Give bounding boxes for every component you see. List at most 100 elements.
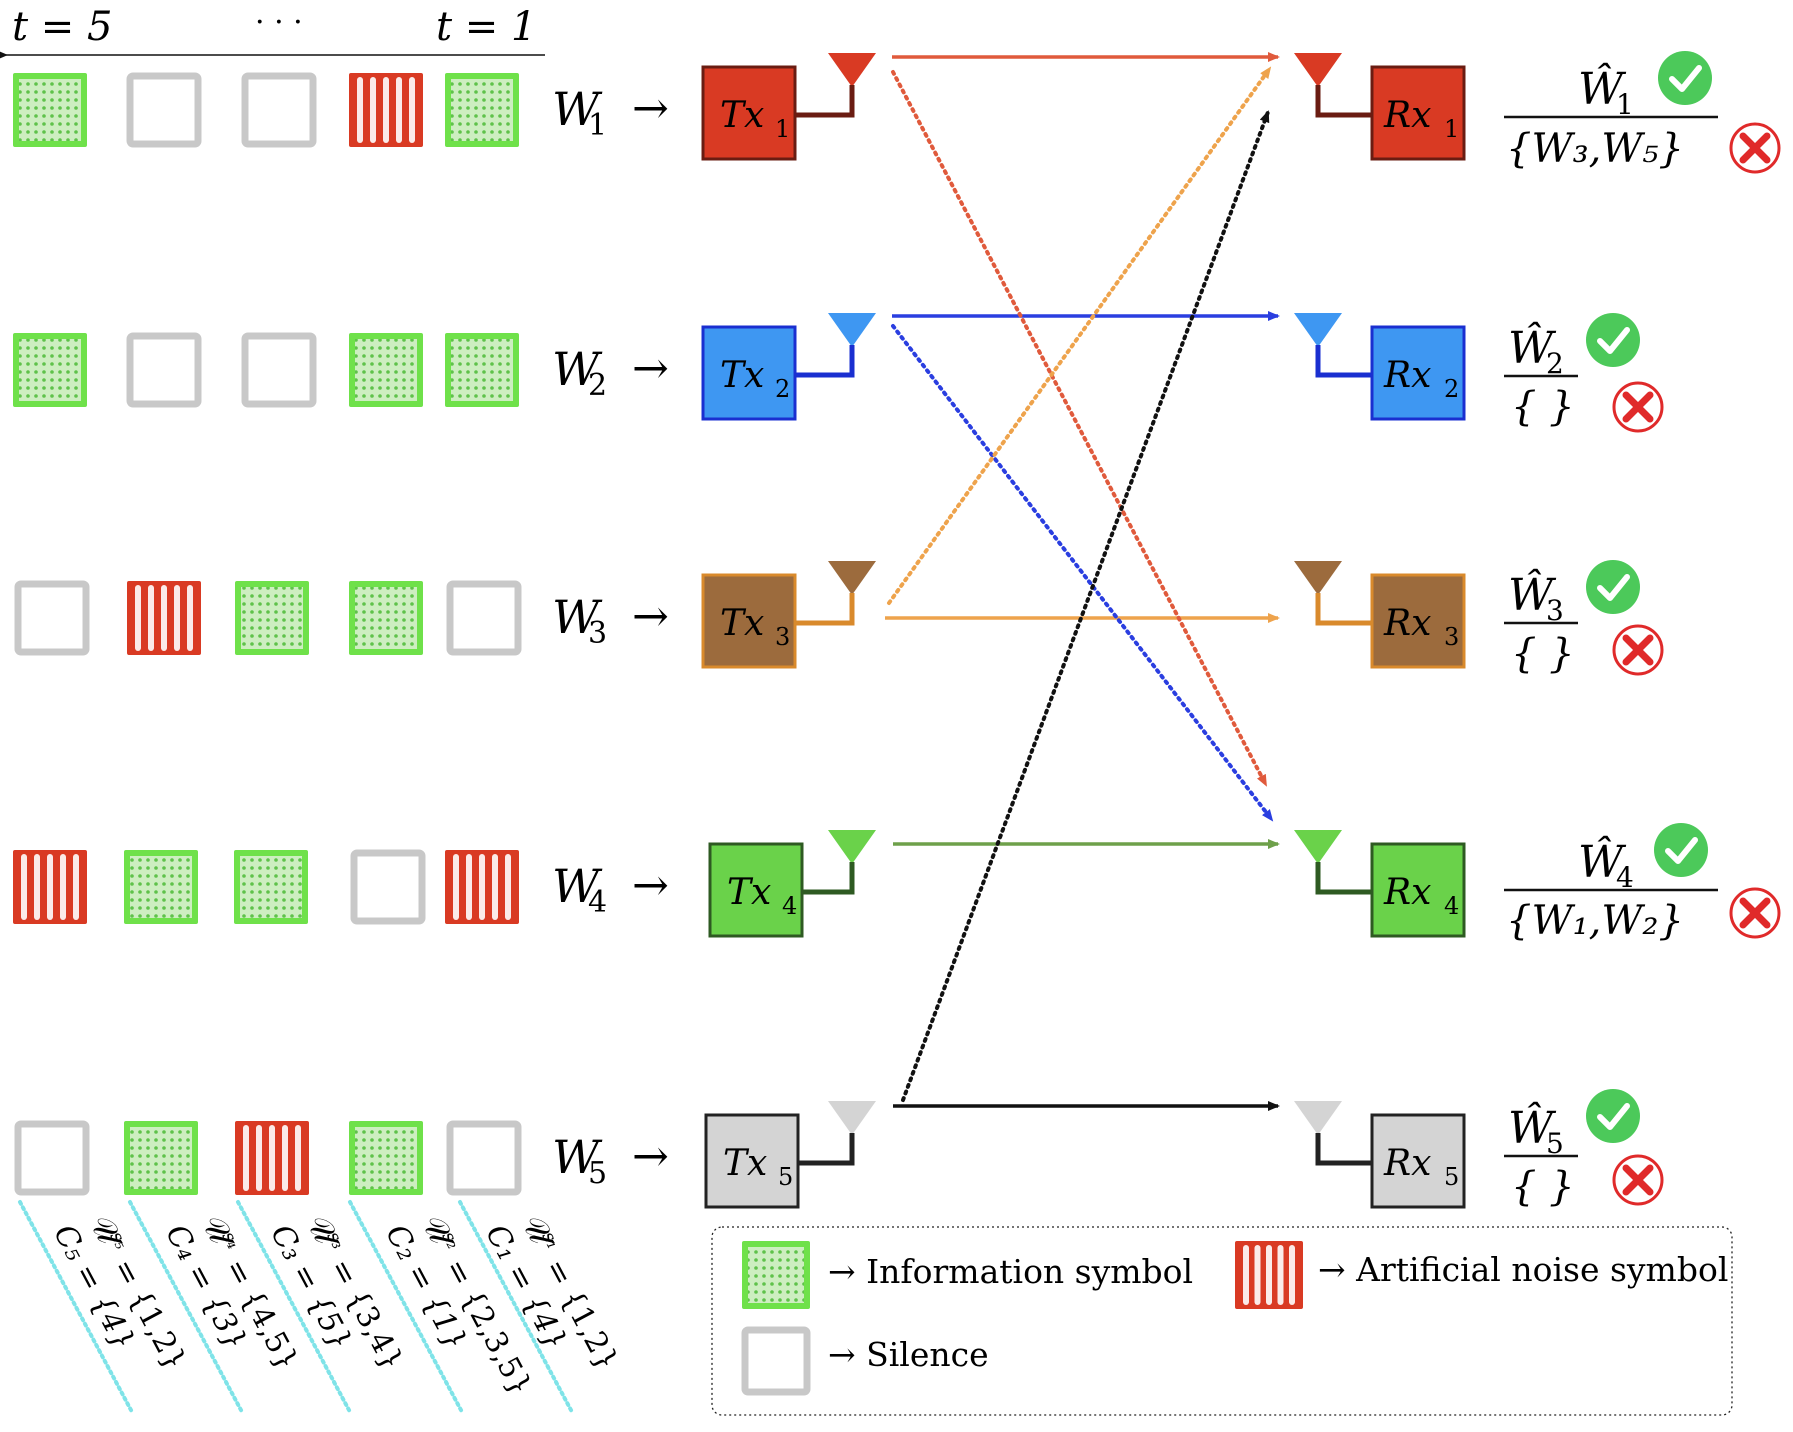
tx-feed-4 bbox=[802, 862, 855, 895]
rx-feed-1 bbox=[1315, 85, 1372, 118]
symbol-row4-t3 bbox=[234, 850, 308, 924]
schedule-divider-2 bbox=[128, 1200, 244, 1414]
tx-index-2: 2 bbox=[775, 375, 790, 403]
symbol-row5-t3 bbox=[235, 1121, 309, 1195]
tx-label-5: Tx bbox=[723, 1143, 767, 1184]
tx-index-3: 3 bbox=[775, 623, 790, 651]
antenna-head bbox=[1294, 830, 1342, 864]
check-circle bbox=[1586, 560, 1640, 614]
tx-feed-2 bbox=[795, 345, 855, 378]
info-dots bbox=[451, 339, 513, 401]
tx-label-4: Tx bbox=[727, 872, 771, 913]
message-sub-1: 1 bbox=[588, 108, 607, 143]
message-label-2: W bbox=[552, 342, 603, 396]
antenna-head bbox=[828, 561, 876, 595]
info-dots bbox=[355, 1127, 417, 1189]
legend-silence-label: → Silence bbox=[828, 1335, 989, 1374]
link-cross-3-to-1 bbox=[887, 66, 1272, 605]
symbol-row1-t1 bbox=[445, 73, 519, 147]
message-arrow-1: → bbox=[632, 83, 669, 134]
check-mark bbox=[1597, 327, 1630, 354]
rx-label-2: Rx bbox=[1383, 355, 1431, 396]
message-arrow-3: → bbox=[632, 591, 669, 642]
eavesdropped-set-4: {W₁,W₂} bbox=[1506, 898, 1684, 944]
time-label-right: t = 1 bbox=[436, 4, 536, 50]
info-dots bbox=[130, 856, 192, 918]
legend-noise-label: → Artificial noise symbol bbox=[1318, 1250, 1728, 1289]
symbol-row3-t1 bbox=[446, 580, 522, 656]
symbol-row2-t2 bbox=[349, 333, 423, 407]
legend-silence-symbol bbox=[741, 1326, 811, 1396]
info-dots bbox=[19, 339, 81, 401]
silence-frame bbox=[241, 72, 317, 148]
message-arrow-5: → bbox=[632, 1131, 669, 1182]
tx-box-4 bbox=[708, 842, 804, 938]
decoded-sub-2: 2 bbox=[1546, 347, 1564, 380]
message-sub-2: 2 bbox=[588, 368, 607, 403]
schedule-divider-5 bbox=[458, 1200, 574, 1414]
check-icon-5 bbox=[1586, 1089, 1640, 1143]
tx-feed-3 bbox=[795, 593, 855, 626]
message-label-5: W bbox=[552, 1130, 603, 1184]
antenna-head bbox=[828, 53, 876, 87]
cross-stroke-b bbox=[1739, 132, 1771, 164]
silence-frame bbox=[241, 332, 317, 408]
rx-feed-5 bbox=[1315, 1133, 1372, 1166]
link-cross-2-to-4 bbox=[891, 324, 1274, 822]
decoded-message-4: Ŵ bbox=[1578, 835, 1627, 888]
symbol-row5-t4 bbox=[124, 1121, 198, 1195]
silence-frame bbox=[446, 1120, 522, 1196]
tx-index-5: 5 bbox=[778, 1163, 793, 1191]
symbol-row2-t5 bbox=[13, 333, 87, 407]
info-dots bbox=[748, 1247, 804, 1303]
time-label-left: t = 5 bbox=[12, 4, 112, 50]
antenna-head bbox=[828, 313, 876, 347]
schedule-divider-1 bbox=[18, 1200, 134, 1414]
cross-icon-1 bbox=[1729, 122, 1781, 174]
decoded-sub-3: 3 bbox=[1546, 594, 1564, 627]
tx-index-1: 1 bbox=[775, 115, 790, 143]
decoded-message-2: Ŵ bbox=[1508, 321, 1557, 374]
tx-antenna-icon-1 bbox=[828, 53, 876, 87]
legend-info-label: → Information symbol bbox=[828, 1252, 1193, 1291]
symbol-grid bbox=[13, 72, 522, 1196]
check-icon-2 bbox=[1586, 313, 1640, 367]
tx-box-1 bbox=[701, 65, 797, 161]
decoded-sub-5: 5 bbox=[1546, 1127, 1564, 1160]
check-mark bbox=[1597, 1103, 1630, 1130]
symbol-row2-t4 bbox=[126, 332, 202, 408]
symbol-row4-t2 bbox=[350, 849, 426, 925]
info-dots bbox=[240, 856, 302, 918]
check-icon-3 bbox=[1586, 560, 1640, 614]
eavesdropped-set-2: { } bbox=[1511, 384, 1575, 430]
symbol-row2-t3 bbox=[241, 332, 317, 408]
rx-feed-2 bbox=[1315, 345, 1372, 378]
check-circle bbox=[1658, 51, 1712, 105]
decoded-results: Ŵ1{W₃,W₅}Ŵ2{ }Ŵ3{ }Ŵ4{W₁,W₂}Ŵ5{ } bbox=[1504, 51, 1781, 1210]
symbol-row4-t4 bbox=[124, 850, 198, 924]
symbol-row4-t5 bbox=[13, 850, 87, 924]
check-mark bbox=[1669, 65, 1702, 92]
rx-index-5: 5 bbox=[1444, 1163, 1459, 1191]
message-label-3: W bbox=[552, 590, 603, 644]
tx-antenna-icon-5 bbox=[828, 1101, 876, 1135]
legend-box bbox=[711, 1226, 1733, 1416]
rx-index-2: 2 bbox=[1444, 375, 1459, 403]
legend-noise-symbol bbox=[1235, 1241, 1303, 1309]
legend: → Information symbol → Artificial noise … bbox=[711, 1226, 1733, 1416]
symbol-row4-t1 bbox=[445, 850, 519, 924]
message-labels: W1→W2→W3→W4→W5→ bbox=[552, 82, 669, 1191]
check-circle bbox=[1586, 1089, 1640, 1143]
legend-silence-swatch bbox=[741, 1326, 811, 1396]
symbol-row5-t2 bbox=[349, 1121, 423, 1195]
info-dots bbox=[19, 79, 81, 141]
message-arrow-4: → bbox=[632, 860, 669, 911]
check-icon-1 bbox=[1658, 51, 1712, 105]
silence-frame bbox=[126, 332, 202, 408]
message-arrow-2: → bbox=[632, 343, 669, 394]
legend-info-symbol bbox=[742, 1241, 810, 1309]
rx-index-1: 1 bbox=[1444, 115, 1459, 143]
cross-stroke-b bbox=[1622, 391, 1654, 423]
